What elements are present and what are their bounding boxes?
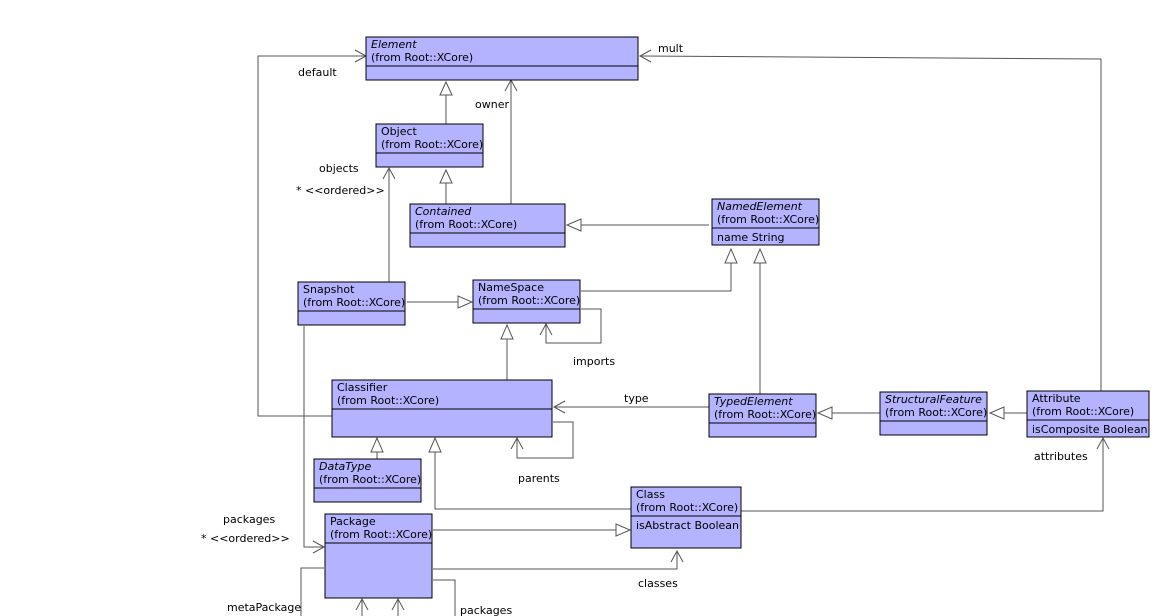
generalization-arrow-icon — [816, 406, 833, 420]
generalization-arrow-icon — [428, 436, 442, 453]
generalization-arrow-icon — [615, 523, 632, 537]
class-package: (from Root::XCore) — [717, 213, 819, 226]
class-typed-element[interactable]: TypedElement (from Root::XCore) — [708, 393, 817, 438]
class-attribute[interactable]: Attribute (from Root::XCore) isComposite… — [1026, 390, 1150, 438]
class-package: (from Root::XCore) — [478, 294, 580, 307]
class-name: NamedElement — [717, 200, 803, 213]
package-packages-edge-3 — [433, 579, 456, 616]
snapshot-packages-package — [303, 326, 324, 548]
class-name: StructuralFeature — [885, 393, 982, 406]
namespace-imports-self — [545, 308, 602, 344]
class-package: (from Root::XCore) — [885, 406, 987, 419]
class-name: Contained — [415, 205, 472, 218]
class-package: (from Root::XCore) — [319, 473, 421, 486]
open-arrow-icon — [355, 597, 369, 611]
generalization-arrow-icon — [457, 295, 474, 309]
package-classes-class — [433, 551, 678, 570]
class-name: Element — [371, 38, 417, 51]
class-package: (from Root::XCore) — [415, 218, 517, 231]
label-meta-package: metaPackage — [227, 601, 301, 614]
class-generalizes-classifier — [434, 452, 631, 510]
class-attribute: name String — [717, 231, 785, 244]
class-datatype[interactable]: DataType (from Root::XCore) — [313, 458, 422, 503]
class-package: (from Root::XCore) — [714, 408, 816, 421]
class-attribute-field: isComposite Boolean — [1032, 423, 1148, 436]
class-namespace[interactable]: NameSpace (from Root::XCore) — [472, 279, 581, 324]
label-imports: imports — [573, 355, 615, 368]
namespace-generalizes-namedelement — [581, 263, 732, 292]
class-package: (from Root::XCore) — [337, 394, 439, 407]
classifier-default-element — [257, 55, 366, 417]
generalization-arrow-icon — [724, 247, 738, 264]
open-arrow-icon — [510, 436, 524, 450]
generalization-arrow-icon — [988, 406, 1005, 420]
class-name: NameSpace — [478, 281, 544, 294]
label-owner: owner — [475, 98, 509, 111]
label-parents: parents — [518, 472, 560, 485]
generalization-arrow-icon — [370, 436, 384, 453]
class-named-element[interactable]: NamedElement (from Root::XCore) name Str… — [711, 198, 820, 246]
class-package: (from Root::XCore) — [330, 528, 432, 541]
label-packages: packages — [223, 513, 275, 526]
generalization-arrow-icon — [439, 80, 453, 96]
open-arrow-icon — [382, 166, 396, 180]
label-packages-ordered: * <<ordered>> — [201, 532, 290, 545]
class-name: Classifier — [337, 381, 388, 394]
class-name: Snapshot — [303, 283, 355, 296]
class-name: Attribute — [1032, 392, 1081, 405]
class-class[interactable]: Class (from Root::XCore) isAbstract Bool… — [630, 486, 742, 549]
generalization-arrow-icon — [500, 323, 514, 340]
class-package: (from Root::XCore) — [381, 138, 483, 151]
class-package: (from Root::XCore) — [303, 296, 405, 309]
classifier-parents-self — [516, 421, 574, 459]
class-element[interactable]: Element (from Root::XCore) — [365, 36, 639, 81]
class-name: TypedElement — [714, 395, 793, 408]
open-arrow-icon — [1096, 436, 1110, 450]
class-package: (from Root::XCore) — [1032, 405, 1134, 418]
class-contained[interactable]: Contained (from Root::XCore) — [409, 203, 566, 248]
class-name: Class — [636, 488, 665, 501]
generalization-arrow-icon — [565, 218, 582, 232]
class-structural-feature[interactable]: StructuralFeature (from Root::XCore) — [879, 391, 988, 436]
class-snapshot[interactable]: Snapshot (from Root::XCore) — [297, 281, 406, 326]
label-default: default — [298, 66, 337, 79]
class-package[interactable]: Package (from Root::XCore) — [324, 513, 433, 599]
open-arrow-icon — [638, 49, 652, 63]
open-arrow-icon — [552, 400, 566, 414]
label-attributes: attributes — [1034, 450, 1088, 463]
label-objects: objects — [319, 162, 359, 175]
class-object[interactable]: Object (from Root::XCore) — [375, 123, 484, 168]
class-attributes-attribute — [741, 438, 1104, 512]
label-mult: mult — [658, 42, 684, 55]
generalization-arrow-icon — [439, 168, 453, 184]
open-arrow-icon — [670, 549, 684, 563]
open-arrow-icon — [391, 597, 405, 611]
relationships — [257, 49, 1110, 616]
class-name: DataType — [319, 460, 372, 473]
edge-labels: mult default owner objects * <<ordered>>… — [201, 42, 1088, 616]
class-package: (from Root::XCore) — [371, 51, 473, 64]
class-classifier[interactable]: Classifier (from Root::XCore) — [331, 379, 553, 438]
label-classes: classes — [638, 577, 678, 590]
label-type: type — [624, 392, 649, 405]
class-package: (from Root::XCore) — [636, 501, 738, 514]
label-packages-bottom: packages — [460, 604, 512, 616]
open-arrow-icon — [312, 540, 326, 554]
class-attribute-field: isAbstract Boolean — [636, 519, 739, 532]
open-arrow-icon — [539, 322, 553, 336]
class-name: Object — [381, 125, 418, 138]
generalization-arrow-icon — [753, 247, 767, 264]
attribute-mult-element — [639, 55, 1102, 392]
class-name: Package — [330, 515, 376, 528]
package-metapackage-edge — [300, 567, 324, 616]
label-objects-ordered: * <<ordered>> — [296, 184, 385, 197]
